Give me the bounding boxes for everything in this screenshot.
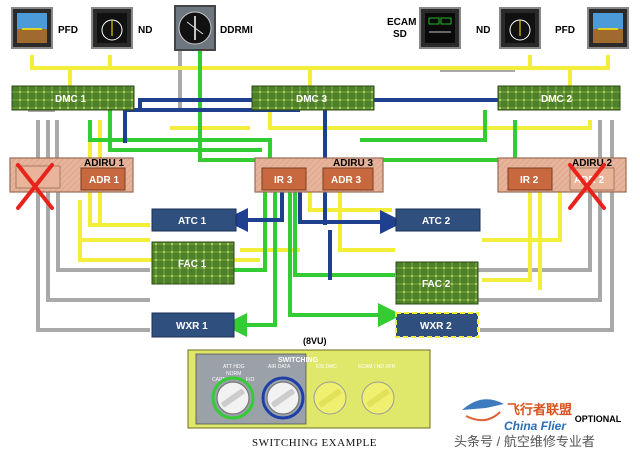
switching-panel: SWITCHING ATT HDG AIR DATA EIS DMC ECAM …	[187, 349, 431, 429]
fac2-label: FAC 2	[422, 279, 451, 290]
adiru2-unit: ADIRU 2 IR 2 ADR 2	[497, 157, 627, 210]
adiru3-title: ADIRU 3	[333, 158, 373, 169]
label-pfd-right: PFD	[555, 25, 575, 36]
norm-label: NORM	[226, 371, 241, 377]
display-nd-right	[499, 7, 541, 49]
panel-vu-label: (8VU)	[303, 336, 327, 346]
eis-dmc-label: EIS DMC	[316, 364, 337, 370]
dmc3-box: DMC 3	[251, 85, 375, 111]
label-pfd-left: PFD	[58, 25, 78, 36]
wxr1-box: WXR 1	[151, 312, 235, 338]
wxr2-label: WXR 2	[420, 321, 452, 332]
adiru2-ir-label: IR 2	[520, 175, 539, 186]
wxr1-label: WXR 1	[176, 321, 208, 332]
fac1-label: FAC 1	[178, 259, 207, 270]
watermark-source: 头条号 / 航空维修专业者	[454, 434, 595, 449]
label-nd-left: ND	[138, 25, 152, 36]
optional-label: OPTIONAL	[575, 414, 622, 424]
panel-title: SWITCHING	[278, 357, 319, 364]
display-pfd-left	[11, 7, 53, 49]
att-hdg-label: ATT HDG	[223, 364, 245, 370]
adiru1-adr-label: ADR 1	[89, 175, 119, 186]
watermark-brand-en: China Flier	[504, 419, 567, 433]
display-ecam-sd	[419, 7, 461, 49]
highlight-ring-blue	[261, 376, 305, 420]
dmc2-label: DMC 2	[541, 94, 573, 105]
label-nd-right: ND	[476, 25, 490, 36]
adiru1-unit: ADIRU 1 ADR 1	[9, 157, 134, 210]
display-nd-left	[91, 7, 133, 49]
watermark-brand-cn: 飞行者联盟	[507, 402, 572, 417]
label-ecam-line2: SD	[393, 29, 407, 40]
dmc2-box: DMC 2	[497, 85, 621, 111]
ecam-nd-xfr-label: ECAM / ND XFR	[358, 364, 396, 370]
label-ecam-line1: ECAM	[387, 17, 416, 28]
watermark-logo	[456, 382, 508, 434]
atc1-box: ATC 1	[151, 208, 237, 232]
atc2-box: ATC 2	[395, 208, 481, 232]
adiru3-adr-label: ADR 3	[331, 175, 361, 186]
highlight-ring-green	[211, 376, 255, 420]
adiru1-title: ADIRU 1	[84, 158, 124, 169]
capt-label: CAPT	[212, 377, 225, 383]
dmc1-label: DMC 1	[55, 94, 87, 105]
air-data-label: AIR DATA	[268, 364, 291, 370]
display-ddrmi	[174, 5, 216, 51]
fac2-box: FAC 2	[395, 261, 479, 305]
atc2-label: ATC 2	[422, 216, 451, 227]
display-pfd-right	[587, 7, 629, 49]
atc1-label: ATC 1	[178, 216, 207, 227]
adiru3-unit: ADIRU 3 IR 3 ADR 3	[254, 157, 384, 193]
adiru3-ir-label: IR 3	[274, 175, 293, 186]
fac1-box: FAC 1	[151, 241, 235, 285]
wxr2-box: WXR 2	[395, 312, 479, 338]
failed-cross-icon	[16, 163, 54, 210]
fo-label: F/O	[246, 377, 254, 383]
dmc1-box: DMC 1	[11, 85, 135, 111]
caption-switching-example: SWITCHING EXAMPLE	[252, 437, 377, 449]
failed-cross-icon	[568, 163, 606, 210]
adiru2-title: ADIRU 2	[572, 158, 612, 169]
dmc3-label: DMC 3	[296, 94, 328, 105]
label-ddrmi: DDRMI	[220, 25, 253, 36]
